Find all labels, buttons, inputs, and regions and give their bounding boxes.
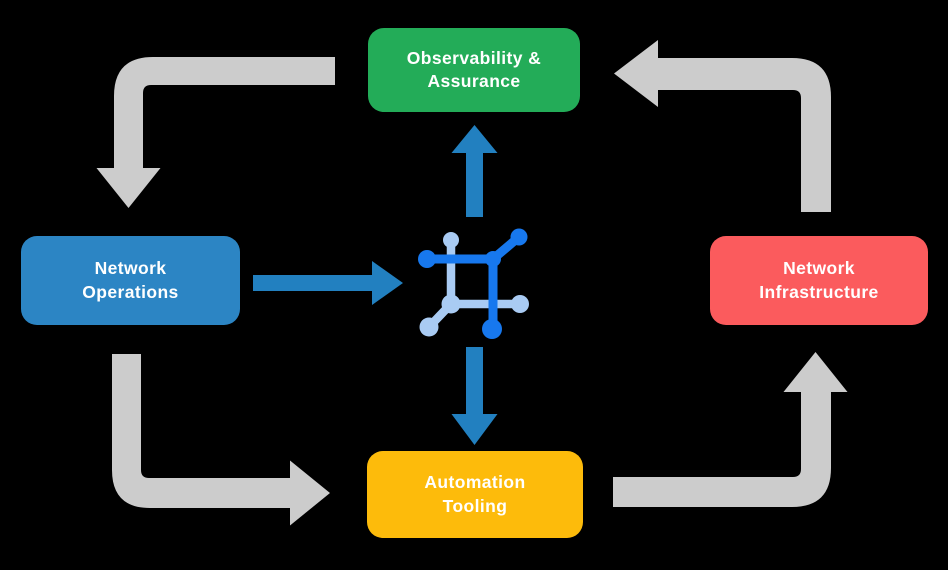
arrow-operations-to-automation bbox=[112, 354, 330, 526]
network-platform-icon bbox=[418, 228, 529, 339]
node-label-line: Operations bbox=[82, 281, 179, 302]
arrow-platform-to-observability bbox=[451, 125, 498, 217]
node-network-operations: Network Operations bbox=[21, 236, 240, 325]
arrow-observability-to-operations bbox=[96, 57, 335, 208]
node-label-line: Network bbox=[783, 258, 855, 279]
node-label-line: Infrastructure bbox=[759, 281, 879, 302]
node-label-line: Tooling bbox=[442, 495, 508, 516]
node-automation-tooling: Automation Tooling bbox=[367, 451, 583, 538]
network-platform-icon-dark-nodes bbox=[418, 228, 528, 339]
arrow-platform-to-automation bbox=[451, 347, 498, 445]
node-label-line: Assurance bbox=[427, 71, 521, 91]
node-observability-assurance: Observability & Assurance bbox=[368, 28, 580, 112]
node-label-line: Observability & bbox=[406, 47, 542, 68]
arrow-infrastructure-to-observability bbox=[614, 40, 831, 212]
network-platform-icon-light-nodes bbox=[419, 232, 529, 337]
arrow-automation-to-infrastructure bbox=[613, 352, 848, 507]
node-network-infrastructure: Network Infrastructure bbox=[710, 236, 928, 325]
node-label-line: Automation bbox=[424, 472, 526, 493]
arrow-operations-to-platform bbox=[253, 261, 403, 305]
node-label-line: Network bbox=[94, 258, 167, 279]
